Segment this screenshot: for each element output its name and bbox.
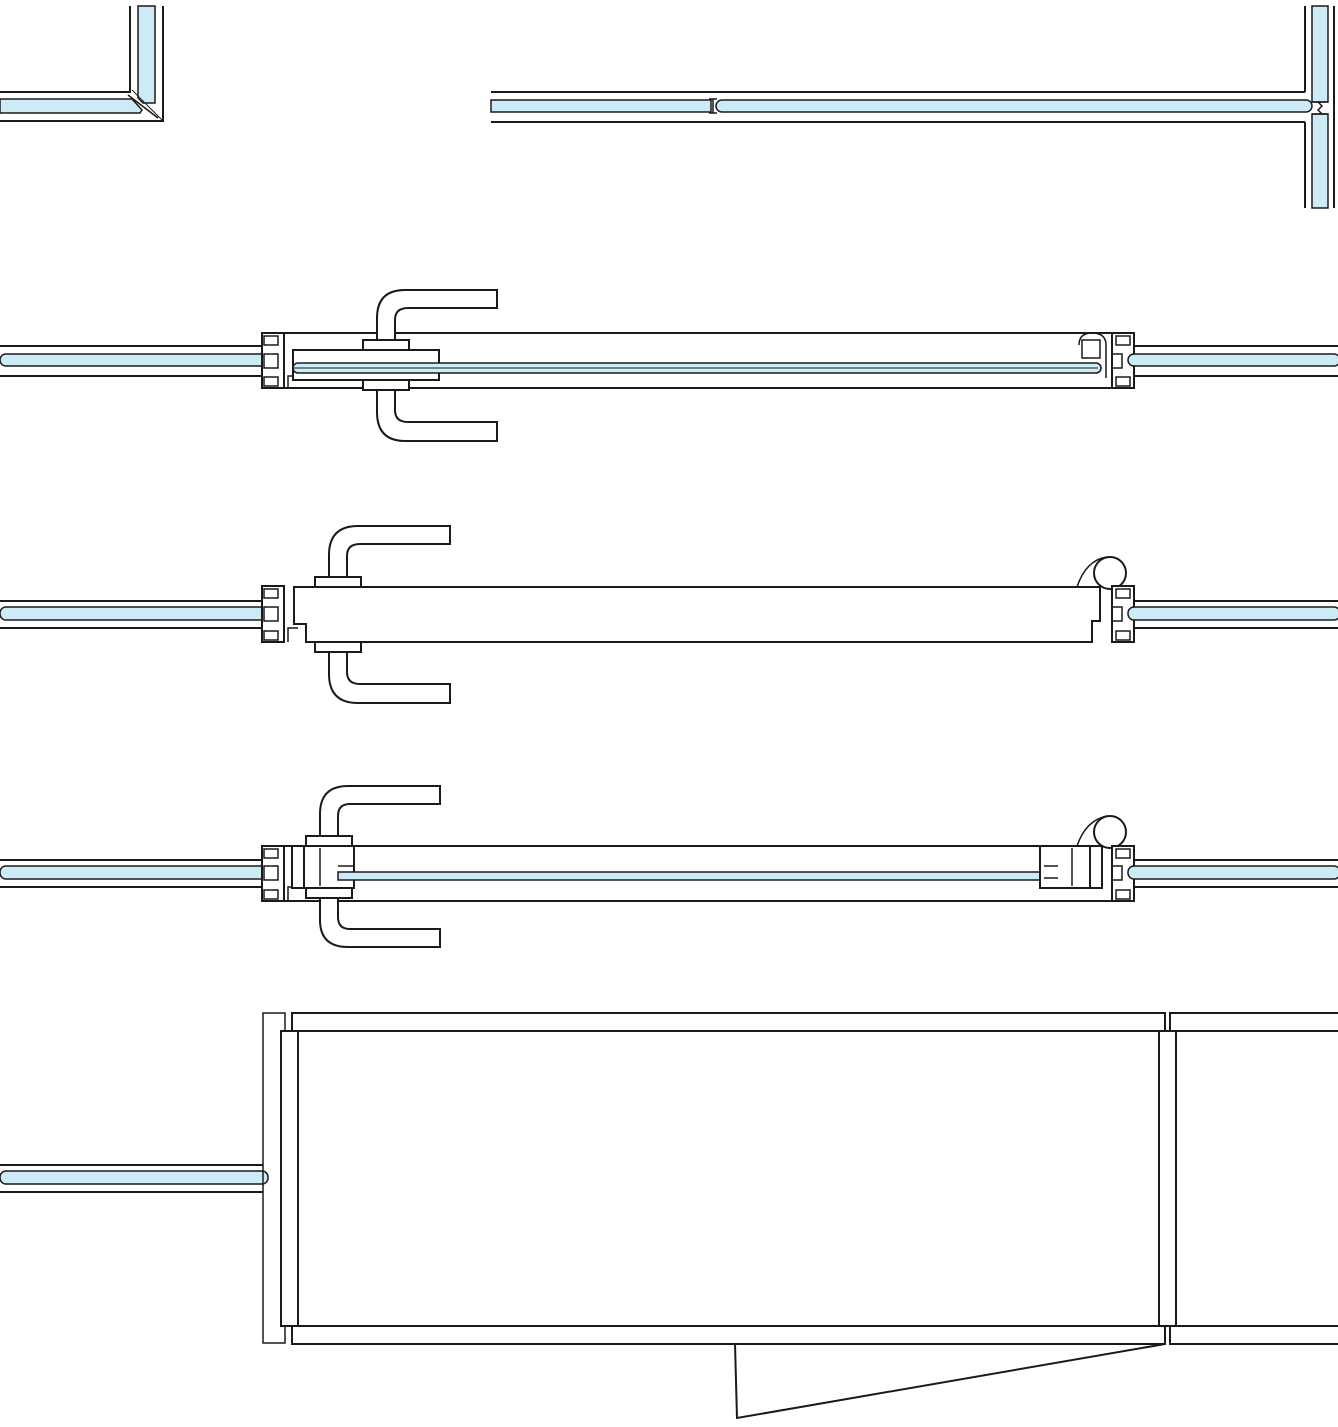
door-plan-detail [0,1012,1338,1420]
framed-glass-door-detail [0,785,1338,948]
door-handle-icon [305,785,441,948]
door-handle-icon [314,525,451,704]
frameless-glass-door-detail [0,289,1338,442]
door-closer-icon [1076,556,1127,590]
solid-door-detail [0,525,1338,704]
door-hinge-icon [1078,332,1107,378]
door-handle-icon [362,289,498,442]
tee-joint-detail [490,5,1335,209]
door-closer-icon [1076,815,1127,849]
corner-joint-detail [0,5,164,122]
